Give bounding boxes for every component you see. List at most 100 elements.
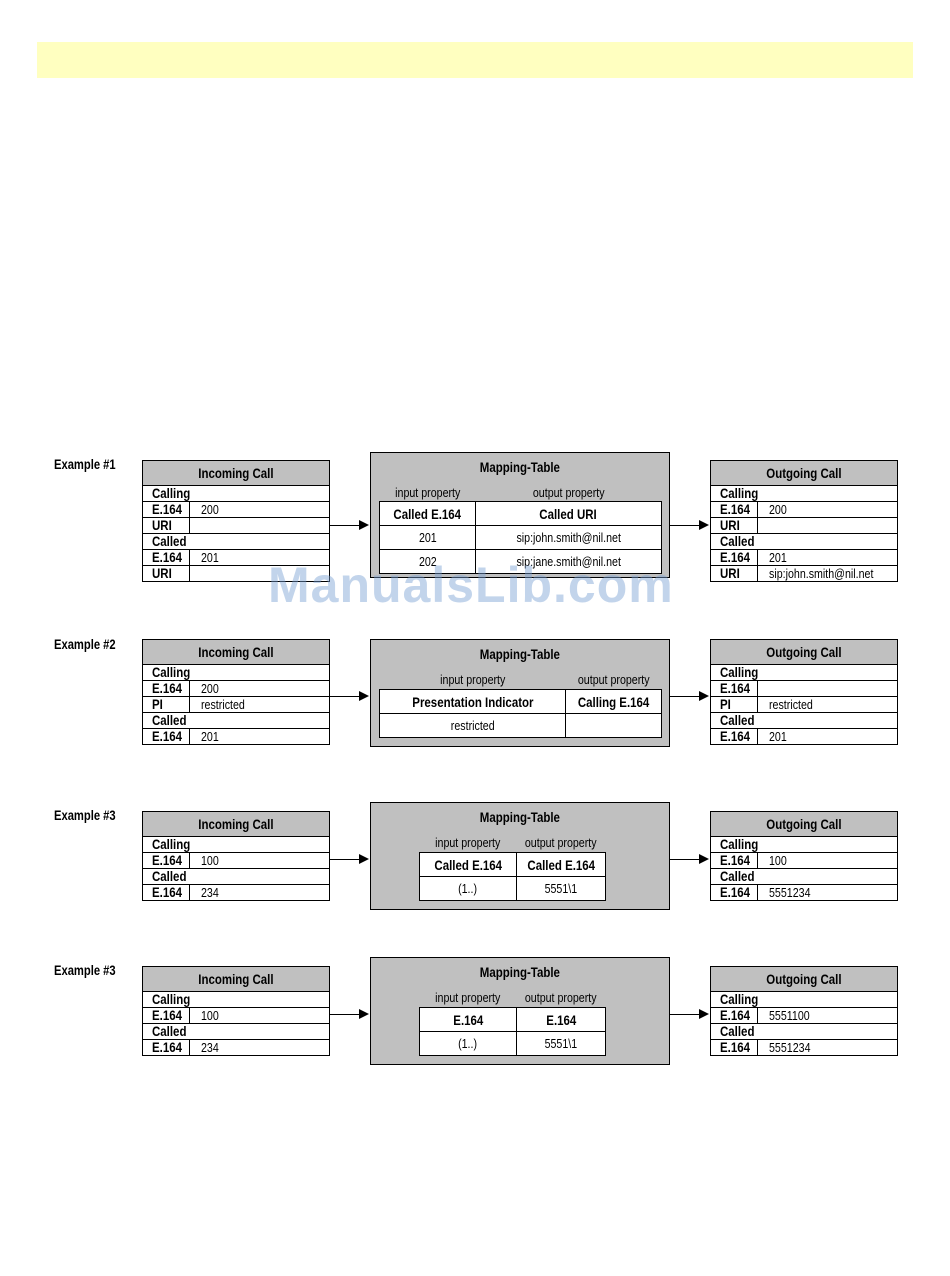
call-field-key: E.164 bbox=[711, 853, 758, 868]
call-field-value: 201 bbox=[769, 550, 897, 565]
call-field-row: Called bbox=[143, 534, 329, 550]
call-field-value-text: 5551100 bbox=[769, 1008, 810, 1023]
call-field-value-text: 234 bbox=[201, 1040, 219, 1055]
call-field-key: E.164 bbox=[143, 681, 190, 696]
call-field-key: E.164 bbox=[711, 502, 758, 517]
call-field-row: Calling bbox=[143, 992, 329, 1008]
mapping-header-cell: Presentation Indicator bbox=[379, 689, 566, 714]
call-field-value-text: 100 bbox=[201, 1008, 219, 1023]
call-field-key-text: Called bbox=[152, 534, 187, 549]
call-field-value-text: 200 bbox=[201, 502, 219, 517]
call-field-key: Calling bbox=[711, 665, 831, 680]
call-field-key: URI bbox=[711, 518, 758, 533]
call-field-row: Calling bbox=[143, 665, 329, 681]
call-field-key: Calling bbox=[143, 992, 263, 1007]
flow-arrow-icon bbox=[329, 1009, 369, 1019]
call-field-row: Called bbox=[711, 869, 897, 885]
call-field-value: 234 bbox=[201, 885, 329, 900]
flow-arrow-icon bbox=[329, 520, 369, 530]
call-field-key: E.164 bbox=[711, 550, 758, 565]
call-field-key-text: E.164 bbox=[152, 853, 183, 868]
call-field-value-text: 200 bbox=[769, 502, 787, 517]
call-field-row: URI bbox=[143, 518, 329, 534]
mapping-cell-text: E.164 bbox=[452, 1012, 484, 1028]
mapping-cell-text: E.164 bbox=[545, 1012, 577, 1028]
mapping-cell-text: 202 bbox=[418, 554, 437, 569]
call-field-key: Called bbox=[711, 869, 831, 884]
call-field-key-text: Called bbox=[720, 1024, 755, 1039]
call-field-key-text: URI bbox=[720, 518, 740, 533]
call-field-value-text: 201 bbox=[201, 550, 219, 565]
call-field-value bbox=[769, 518, 897, 533]
example-label: Example #3 bbox=[54, 962, 116, 978]
call-field-value-text: 5551234 bbox=[769, 1040, 811, 1055]
mapping-cell-text: Called E.164 bbox=[434, 857, 502, 873]
call-field-key: Called bbox=[143, 869, 263, 884]
call-field-key-text: PI bbox=[152, 697, 163, 712]
call-field-key-text: Calling bbox=[720, 486, 759, 501]
call-field-row: E.164 bbox=[711, 681, 897, 697]
output-property-label: output property bbox=[516, 835, 606, 850]
incoming-call-title: Incoming Call bbox=[143, 461, 329, 486]
call-field-row: E.164 201 bbox=[711, 550, 897, 566]
mapping-cell-text: 5551\1 bbox=[544, 1036, 578, 1051]
outgoing-call-title-text: Outgoing Call bbox=[766, 465, 842, 481]
example-label: Example #1 bbox=[54, 456, 116, 472]
call-field-key: Called bbox=[711, 534, 831, 549]
call-field-value-text: 5551234 bbox=[769, 885, 811, 900]
call-field-key-text: Calling bbox=[152, 665, 191, 680]
incoming-call-title: Incoming Call bbox=[143, 640, 329, 665]
flow-arrow-icon bbox=[329, 691, 369, 701]
outgoing-call-title-text: Outgoing Call bbox=[766, 971, 842, 987]
call-field-key: Calling bbox=[711, 486, 831, 501]
call-field-value: 100 bbox=[769, 853, 897, 868]
mapping-cell-text: restricted bbox=[450, 718, 495, 733]
property-label-text: output property bbox=[577, 672, 650, 687]
property-label-text: input property bbox=[435, 835, 501, 850]
mapping-table-title: Mapping-Table bbox=[371, 964, 669, 980]
flow-arrow-icon bbox=[669, 854, 709, 864]
call-field-key-text: Calling bbox=[152, 486, 191, 501]
call-field-key-text: E.164 bbox=[720, 853, 751, 868]
call-field-key-text: E.164 bbox=[152, 885, 183, 900]
call-field-key-text: PI bbox=[720, 697, 731, 712]
watermark: ManualsLib.com bbox=[268, 557, 674, 613]
call-field-key-text: Called bbox=[720, 869, 755, 884]
mapping-cell: 202 bbox=[379, 549, 476, 574]
call-field-value-text: 201 bbox=[769, 729, 787, 744]
call-field-key-text: Calling bbox=[152, 992, 191, 1007]
call-field-value: 200 bbox=[769, 502, 897, 517]
call-field-key-text: E.164 bbox=[720, 502, 751, 517]
mapping-table-title-text: Mapping-Table bbox=[479, 809, 561, 825]
call-field-key: Calling bbox=[711, 992, 831, 1007]
call-field-key: Called bbox=[143, 1024, 263, 1039]
call-field-key-text: Called bbox=[720, 534, 755, 549]
call-field-key: Called bbox=[143, 713, 263, 728]
call-field-value: sip:john.smith@nil.net bbox=[769, 566, 897, 581]
property-label-text: input property bbox=[435, 990, 501, 1005]
call-field-row: Calling bbox=[711, 486, 897, 502]
call-field-key-text: Calling bbox=[720, 665, 759, 680]
call-field-row: E.164 200 bbox=[711, 502, 897, 518]
call-field-key: Called bbox=[143, 534, 263, 549]
call-field-key-text: Called bbox=[152, 1024, 187, 1039]
call-field-value: restricted bbox=[769, 697, 897, 712]
mapping-header-cell: E.164 bbox=[516, 1007, 606, 1032]
call-field-key: PI bbox=[143, 697, 190, 712]
call-field-key-text: Calling bbox=[720, 992, 759, 1007]
call-field-value-text: 201 bbox=[201, 729, 219, 744]
call-field-row: Calling bbox=[711, 837, 897, 853]
input-property-label: input property bbox=[379, 485, 476, 500]
mapping-cell-text: sip:john.smith@nil.net bbox=[516, 530, 621, 545]
